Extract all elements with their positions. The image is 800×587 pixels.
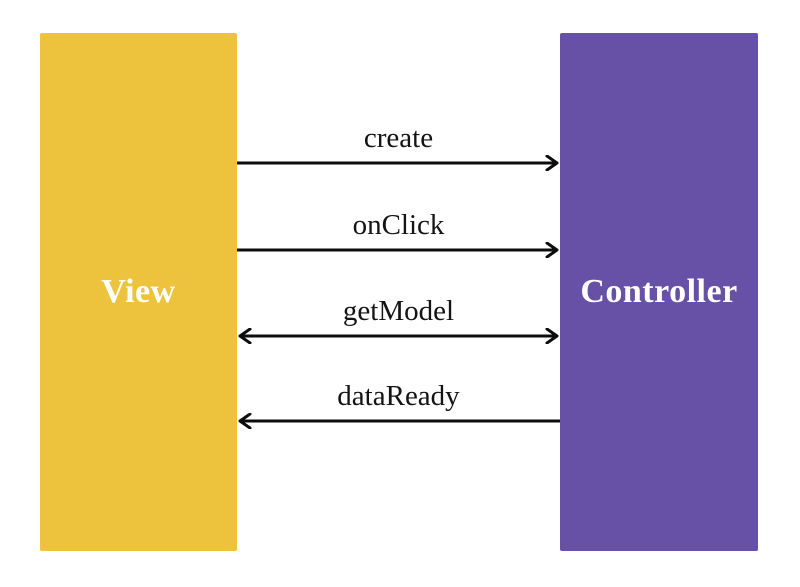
arrowhead-left-icon: [238, 413, 252, 429]
participant-box-controller: Controller: [560, 33, 758, 551]
message-arrow: [238, 413, 560, 429]
message-label: dataReady: [337, 380, 460, 412]
message-label: getModel: [342, 295, 455, 327]
message-row: create: [237, 119, 560, 171]
participant-label-view: View: [101, 273, 176, 310]
arrowhead-left-icon: [238, 328, 252, 344]
message-row: onClick: [237, 206, 560, 258]
message-label: onClick: [352, 209, 445, 241]
arrowhead-right-icon: [545, 242, 559, 258]
message-arrow: [238, 328, 559, 344]
message-row: getModel: [237, 292, 560, 344]
participant-box-view: View: [40, 33, 237, 551]
participant-label-controller: Controller: [580, 273, 738, 310]
message-arrow: [237, 155, 559, 171]
arrowhead-right-icon: [545, 328, 559, 344]
message-arrow: [237, 242, 559, 258]
arrowhead-right-icon: [545, 155, 559, 171]
message-row: dataReady: [237, 377, 560, 429]
message-label: create: [363, 122, 434, 154]
